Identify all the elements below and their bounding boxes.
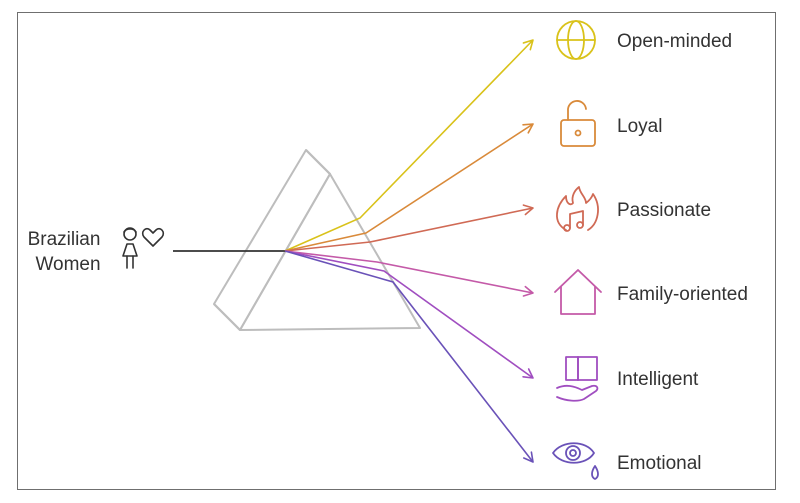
prism-front-face xyxy=(239,173,421,331)
trait-icons xyxy=(552,20,602,480)
woman-heart-icon xyxy=(122,227,165,269)
book-hand-icon xyxy=(556,356,599,402)
prism xyxy=(213,149,421,331)
ray-family-oriented xyxy=(284,250,534,294)
prism-edge xyxy=(305,149,331,175)
ray-intelligent xyxy=(284,250,534,379)
trait-label-open-minded: Open-minded xyxy=(617,31,732,52)
arrowhead-loyal xyxy=(522,123,534,134)
arrowhead-open-minded xyxy=(522,39,534,51)
trait-label-passionate: Passionate xyxy=(617,200,711,221)
source-label-line1: Brazilian xyxy=(28,229,101,250)
ray-emotional xyxy=(284,250,534,463)
ray-passionate xyxy=(284,207,534,252)
trait-label-loyal: Loyal xyxy=(617,116,662,137)
arrowhead-passionate xyxy=(522,204,534,216)
prism-back-face xyxy=(213,149,331,331)
globe-icon xyxy=(556,20,596,60)
trait-label-family-oriented: Family-oriented xyxy=(617,284,748,305)
trait-label-intelligent: Intelligent xyxy=(617,369,699,390)
source-label-line2: Women xyxy=(35,254,100,275)
house-icon xyxy=(554,269,602,315)
ray-loyal xyxy=(284,123,534,252)
flame-music-icon xyxy=(556,186,599,232)
unlocked-padlock-icon xyxy=(560,100,596,147)
arrowhead-intelligent xyxy=(522,368,534,379)
eye-tear-icon xyxy=(552,442,599,480)
arrowhead-emotional xyxy=(523,451,534,463)
dispersed-rays xyxy=(284,39,534,463)
diagram-frame xyxy=(17,12,776,490)
trait-label-emotional: Emotional xyxy=(617,453,702,474)
arrowhead-family-oriented xyxy=(522,285,534,297)
ray-open-minded xyxy=(284,39,534,252)
prism-edge xyxy=(213,303,241,331)
